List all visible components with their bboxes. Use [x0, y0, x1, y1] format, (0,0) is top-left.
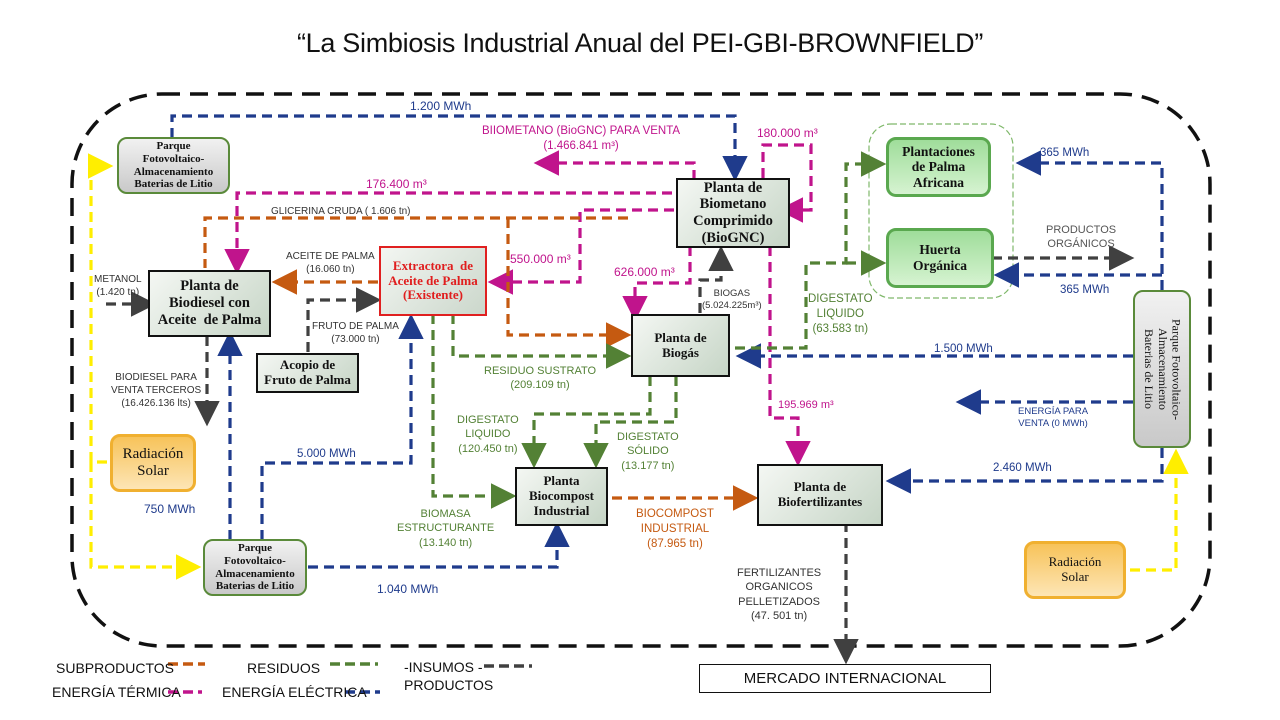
flow-biomasa	[431, 314, 517, 509]
label-energia-venta: ENERGÍA PARA VENTA (0 MWh)	[1018, 406, 1089, 430]
huerta-organica[interactable]: Huerta Orgánica	[886, 228, 994, 288]
flow-pv-top-biometano	[170, 114, 748, 182]
flow-solar-pv-top	[87, 153, 114, 464]
biofertilizantes-plant[interactable]: Planta de Biofertilizantes	[757, 464, 883, 526]
label-pv-bottom-compost: 1.040 MWh	[377, 582, 439, 596]
mercado-internacional[interactable]: MERCADO INTERNACIONAL	[699, 664, 991, 693]
flow-biometano-biogas	[622, 246, 692, 322]
label-pv-right-huerta: 365 MWh	[1060, 284, 1110, 296]
flow-solar-pv-bottom	[89, 462, 202, 580]
diagram-title: “La Simbiosis Industrial Anual del PEI-G…	[296, 28, 984, 58]
biocompost-plant[interactable]: Planta Biocompost Industrial	[515, 467, 608, 526]
label-metanol: METANOL (1.420 tn)	[94, 274, 142, 298]
label-biometano-loop: 180.000 m³	[757, 126, 818, 140]
label-fruto-palma: FRUTO DE PALMA (73.000 tn)	[312, 321, 399, 345]
legend-energia-termica: ENERGÍA TÉRMICA	[52, 684, 181, 700]
system-boundary	[70, 92, 1212, 648]
label-solar-pv: 750 MWh	[144, 502, 196, 516]
label-biogas: BIOGAS (5.024.225m³)	[702, 288, 762, 312]
flow-biometano-biodiesel	[224, 191, 672, 275]
biometano-plant[interactable]: Planta de Biometano Comprimido (BioGNC)	[676, 178, 790, 248]
label-aceite-palma: ACEITE DE PALMA (16.060 tn)	[286, 251, 375, 275]
solar-radiation-left[interactable]: Radiación Solar	[110, 434, 196, 492]
biodiesel-plant[interactable]: Planta de Biodiesel con Aceite de Palma	[148, 270, 271, 337]
legend-energia-electrica: ENERGÍA ELÉCTRICA	[222, 684, 367, 700]
flow-pv-bottom-extractora	[260, 313, 424, 540]
pv-park-bottom[interactable]: Parque Fotovoltaico- Almacenamiento Bate…	[203, 539, 307, 596]
label-pv-top-biometano: 1.200 MWh	[410, 99, 472, 113]
label-pv-right-biofert: 2.460 MWh	[993, 462, 1052, 474]
pv-park-right[interactable]: Parque Fotovoltaico- Almacenamiento Bate…	[1133, 290, 1191, 448]
flow-glicerina-biogas	[506, 218, 632, 348]
flow-pv-right-biofert	[885, 448, 1164, 494]
flow-biometano-biofert	[768, 246, 811, 467]
flow-pv-bottom-compost	[308, 521, 570, 569]
label-biodiesel-venta: BIODIESEL PARA VENTA TERCEROS (16.426.13…	[111, 372, 202, 409]
label-digestato-solido: DIGESTATO SÓLIDO (13.177 tn)	[617, 431, 679, 472]
biogas-plant[interactable]: Planta de Biogás	[631, 314, 730, 377]
label-biometano-extractora: 550.000 m³	[510, 252, 571, 266]
flow-glicerina	[203, 216, 628, 268]
flow-digestato-liquido-compost	[521, 376, 652, 469]
legend-residuos: RESIDUOS	[247, 660, 321, 676]
label-biometano-venta: BIIOMETANO (BioGNC) PARA VENTA (1.466.84…	[482, 125, 681, 152]
label-biomasa: BIOMASA ESTRUCTURANTE (13.140 tn)	[397, 508, 495, 549]
flow-biogas-biometano	[698, 245, 734, 313]
label-biometano-biofert: 195.969 m³	[778, 399, 834, 411]
pv-park-top[interactable]: Parque Fotovoltaico- Almacenamiento Bate…	[117, 137, 230, 194]
acopio-fruto[interactable]: Acopio de Fruto de Palma	[256, 353, 359, 393]
label-digestato-liquido-campo: DIGESTATO LIQUIDO (63.583 tn)	[808, 293, 873, 335]
legend-subproductos: SUBPRODUCTOS	[56, 660, 174, 676]
flow-biometano-extractora	[487, 208, 674, 295]
flow-biometano-venta	[533, 150, 696, 180]
extractora-plant[interactable]: Extractora de Aceite de Palma (Existente…	[379, 246, 487, 316]
label-digestato-liquido-compost: DIGESTATO LIQUIDO (120.450 tn)	[457, 414, 519, 455]
flow-fruto-palma	[306, 287, 382, 352]
label-fertilizantes: FERTILIZANTES ORGANICOS PELLETIZADOS (47…	[737, 567, 822, 622]
plantaciones-palma[interactable]: Plantaciones de Palma Africana	[886, 137, 991, 197]
label-biometano-biodiesel: 176.400 m³	[366, 177, 427, 191]
agri-group-boundary	[868, 123, 1014, 299]
flow-residuo-sustrato	[451, 314, 632, 369]
label-pv-right-plantaciones: 365 MWh	[1040, 147, 1090, 159]
label-productos-organicos: PRODUCTOS ORGÁNICOS	[1046, 224, 1117, 251]
flow-digestato-liquido-campo	[735, 151, 887, 350]
flow-digestato-solido	[583, 376, 678, 469]
label-biocompost: BIOCOMPOST INDUSTRIAL (87.965 tn)	[636, 508, 714, 550]
label-pv-bottom-extractora: 5.000 MWh	[297, 448, 356, 460]
flow-biometano-loop	[761, 143, 813, 223]
legend-insumos-productos: -INSUMOS - PRODUCTOS	[404, 659, 494, 694]
label-pv-right-biogas: 1.500 MWh	[934, 343, 993, 355]
label-glicerina: GLICERINA CRUDA ( 1.606 tn)	[271, 206, 411, 217]
label-residuo-sustrato: RESIDUO SUSTRATO (209.109 tn)	[484, 365, 597, 392]
label-biometano-biogas: 626.000 m³	[614, 265, 675, 279]
solar-radiation-right[interactable]: Radiación Solar	[1024, 541, 1126, 599]
